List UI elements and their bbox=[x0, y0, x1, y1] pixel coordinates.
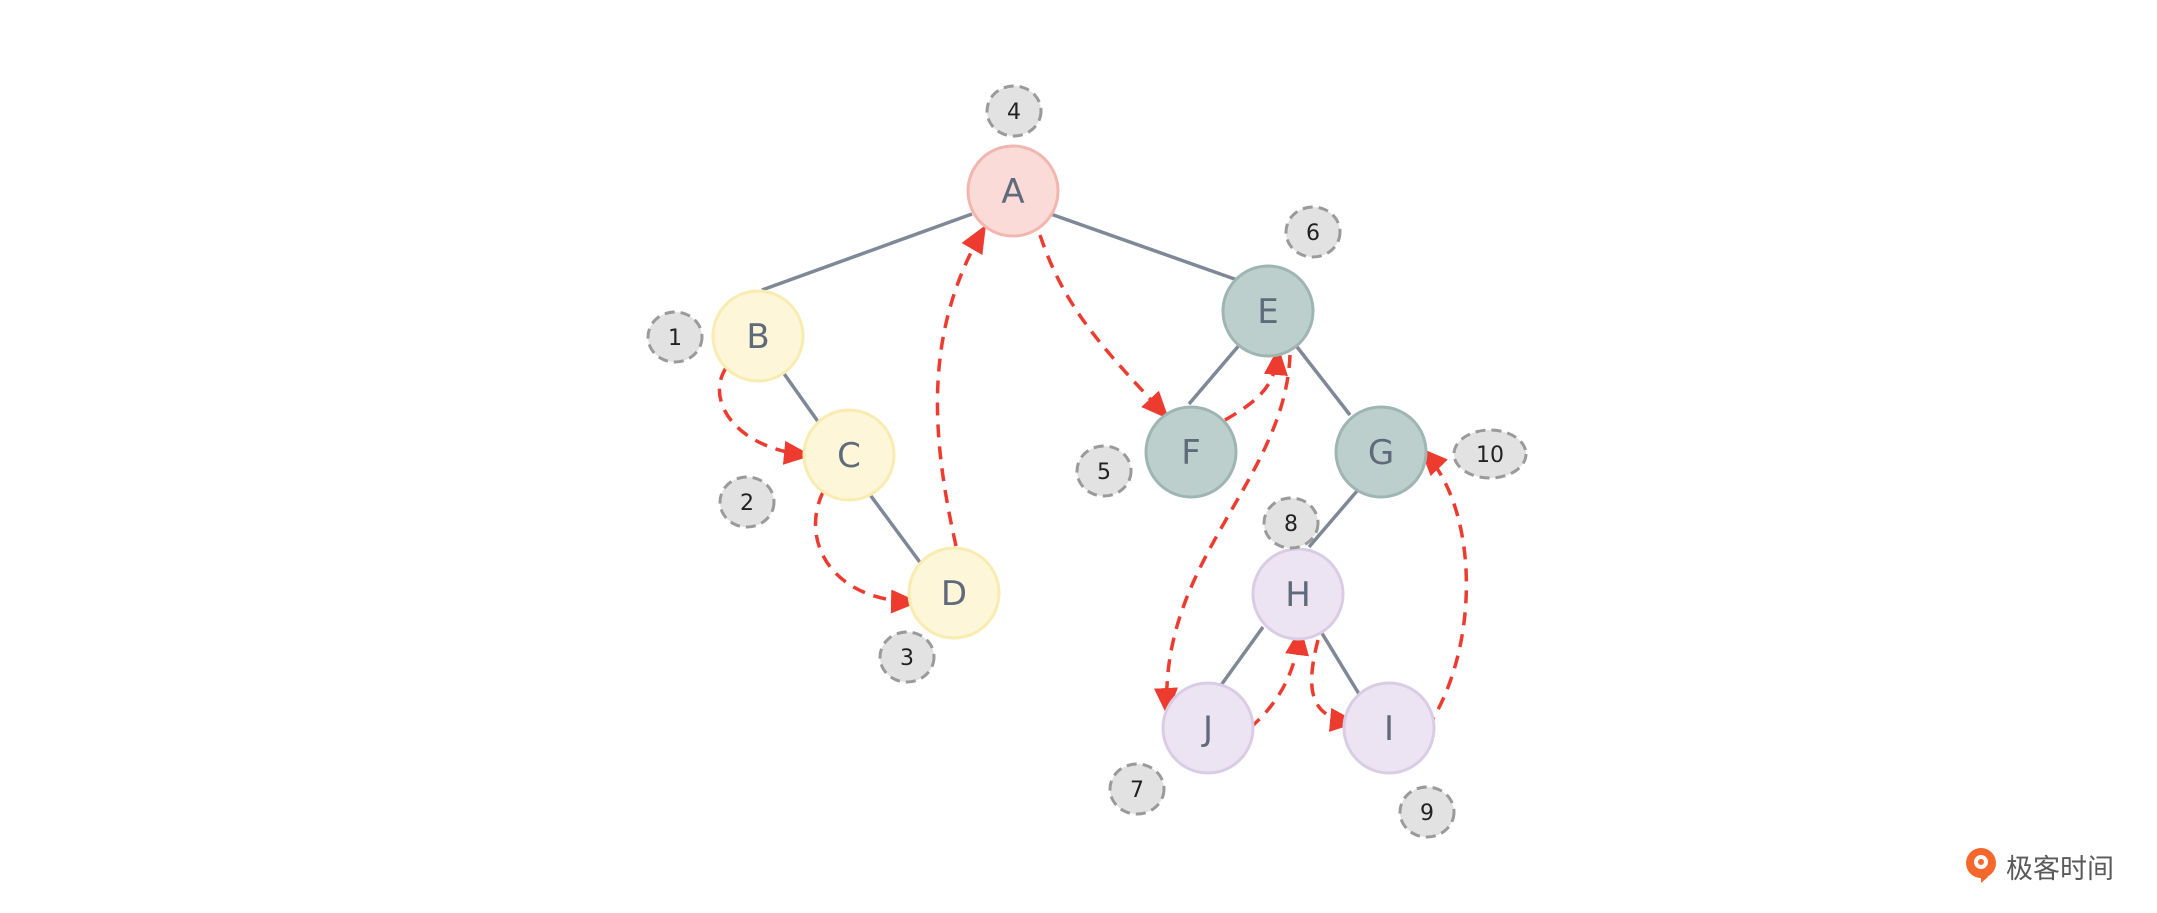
order-badge-10-label: 10 bbox=[1476, 443, 1504, 468]
node-f-circle bbox=[1144, 405, 1238, 499]
arrow-b-to-c bbox=[717, 367, 812, 465]
traversal-arrows bbox=[717, 224, 1469, 732]
order-badge-2: 2 bbox=[718, 475, 776, 529]
order-badge-2-label: 2 bbox=[740, 491, 754, 516]
node-j-circle bbox=[1161, 681, 1255, 775]
order-badge-4-label: 4 bbox=[1007, 100, 1021, 125]
order-badge-7: 7 bbox=[1108, 762, 1166, 816]
node-h: H bbox=[1251, 547, 1345, 641]
order-badge-9-label: 9 bbox=[1420, 801, 1434, 826]
edge-g-h bbox=[1307, 489, 1359, 549]
order-badge-8-shape bbox=[1262, 496, 1320, 550]
edge-h-i bbox=[1318, 629, 1361, 695]
order-badge-6: 6 bbox=[1284, 205, 1342, 259]
node-c-label: C bbox=[837, 436, 861, 476]
arrow-f-to-e bbox=[1224, 347, 1288, 422]
node-d-label: D bbox=[941, 574, 967, 614]
edge-e-g bbox=[1292, 341, 1352, 417]
node-c-circle bbox=[802, 408, 896, 502]
node-a-circle bbox=[966, 144, 1060, 238]
edge-a-e bbox=[1044, 210, 1244, 284]
arrow-j-to-h bbox=[1248, 627, 1309, 730]
node-f-label: F bbox=[1181, 433, 1201, 473]
tree-edges bbox=[761, 210, 1361, 695]
node-a: A bbox=[966, 144, 1060, 238]
node-e-circle bbox=[1221, 264, 1315, 358]
node-b: B bbox=[711, 289, 805, 383]
node-a-label: A bbox=[1001, 172, 1024, 212]
node-e: E bbox=[1221, 264, 1315, 358]
node-b-label: B bbox=[746, 317, 769, 357]
node-h-label: H bbox=[1285, 575, 1311, 615]
logo-text: 极客时间 bbox=[2006, 853, 2114, 885]
edge-a-b bbox=[761, 212, 973, 292]
node-g: G bbox=[1334, 405, 1428, 499]
node-b-circle bbox=[711, 289, 805, 383]
node-d: D bbox=[907, 546, 1001, 640]
arrow-c-to-d bbox=[813, 491, 919, 614]
order-badge-6-shape bbox=[1284, 205, 1342, 259]
node-i-label: I bbox=[1384, 709, 1394, 749]
node-h-circle bbox=[1251, 547, 1345, 641]
order-badge-1-shape bbox=[646, 310, 704, 364]
order-badge-4: 4 bbox=[985, 84, 1043, 138]
order-badge-4-shape bbox=[985, 84, 1043, 138]
order-badge-7-shape bbox=[1108, 762, 1166, 816]
node-f: F bbox=[1144, 405, 1238, 499]
order-badge-3: 3 bbox=[878, 630, 936, 684]
node-e-label: E bbox=[1257, 292, 1278, 332]
order-badge-3-shape bbox=[878, 630, 936, 684]
order-badge-10: 10 bbox=[1452, 428, 1528, 480]
edge-e-f bbox=[1187, 341, 1243, 406]
order-badge-5: 5 bbox=[1075, 444, 1133, 498]
order-badges: 1 2 3 4 5 6 7 8 9 10 bbox=[646, 84, 1528, 839]
order-badge-7-label: 7 bbox=[1130, 778, 1144, 803]
order-badge-9: 9 bbox=[1398, 785, 1456, 839]
node-c: C bbox=[802, 408, 896, 502]
edge-c-d bbox=[866, 490, 924, 567]
arrow-i-to-g bbox=[1419, 447, 1469, 729]
order-badge-3-label: 3 bbox=[900, 646, 914, 671]
arrow-d-to-a bbox=[935, 224, 987, 547]
node-g-circle bbox=[1334, 405, 1428, 499]
order-badge-1-label: 1 bbox=[668, 326, 682, 351]
tree-nodes: A B C D E F G H J I bbox=[711, 144, 1436, 775]
node-i: I bbox=[1342, 681, 1436, 775]
logo-icon bbox=[1966, 848, 1996, 883]
order-badge-8: 8 bbox=[1262, 496, 1320, 550]
logo: 极客时间 bbox=[1964, 846, 2114, 886]
order-badge-9-shape bbox=[1398, 785, 1456, 839]
arrow-e-to-j bbox=[1154, 354, 1292, 716]
arrow-h-to-i bbox=[1309, 639, 1358, 732]
node-j: J bbox=[1161, 681, 1255, 775]
node-i-circle bbox=[1342, 681, 1436, 775]
node-g-label: G bbox=[1368, 433, 1394, 473]
edge-h-j bbox=[1217, 625, 1265, 690]
node-j-label: J bbox=[1201, 709, 1213, 749]
order-badge-1: 1 bbox=[646, 310, 704, 364]
order-badge-8-label: 8 bbox=[1284, 512, 1298, 537]
order-badge-10-shape bbox=[1452, 428, 1528, 480]
node-d-circle bbox=[907, 546, 1001, 640]
order-badge-2-shape bbox=[718, 475, 776, 529]
order-badge-5-shape bbox=[1075, 444, 1133, 498]
order-badge-6-label: 6 bbox=[1306, 221, 1320, 246]
edge-b-c bbox=[778, 366, 821, 425]
order-badge-5-label: 5 bbox=[1097, 460, 1111, 485]
arrow-a-to-f bbox=[1038, 234, 1170, 420]
